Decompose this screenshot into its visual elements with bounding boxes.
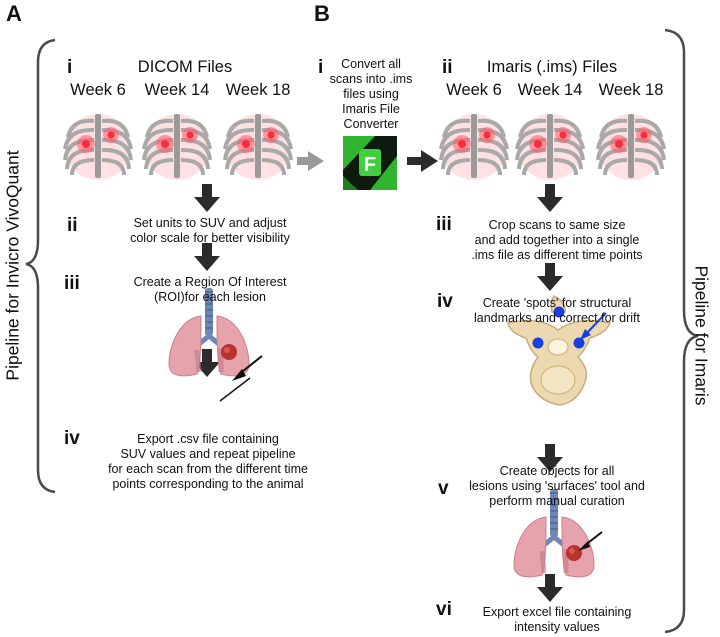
panel-letter-a: A [6, 1, 22, 26]
down-arrow [537, 263, 563, 291]
panel-b-title: Imaris (.ims) Files [486, 58, 618, 76]
convert-step-text: Convert all scans into .ims files using … [329, 57, 413, 131]
week-label: Week 18 [598, 81, 664, 99]
spot-marker [553, 306, 565, 318]
panel-a-title: DICOM Files [137, 58, 233, 76]
step-text: Create objects for all lesions using 'su… [469, 464, 645, 508]
down-arrow [537, 574, 563, 602]
step-roman-v-b: v [438, 478, 449, 499]
step-roman-i-b: i [318, 57, 324, 78]
step-text: Export excel file containing intensity v… [482, 605, 632, 634]
ribcage-icon [223, 112, 293, 182]
ribcage-icon [63, 112, 133, 182]
step-roman-iv: iv [64, 428, 80, 449]
side-label-imaris: Pipeline for Imaris [691, 265, 712, 406]
ribcage-icon [515, 112, 585, 182]
gray-arrow [297, 157, 309, 165]
vertebra-icon [507, 295, 612, 406]
step-roman-i: i [67, 57, 73, 78]
step-roman-ii: ii [67, 215, 78, 236]
spot-marker [573, 337, 585, 349]
week-label: Week 18 [225, 81, 291, 99]
step-text: Export .csv file containing SUV values a… [108, 432, 308, 491]
week-label: Week 14 [517, 81, 583, 99]
svg-text:F: F [364, 154, 376, 176]
week-label: Week 6 [70, 81, 126, 99]
ribcage-icon [596, 112, 666, 182]
step-roman-ii-b: ii [442, 57, 453, 78]
down-arrow [537, 184, 563, 212]
step-text: Create 'spots' for structural landmarks … [473, 296, 641, 325]
spot-marker [532, 337, 544, 349]
brace-icon [664, 28, 699, 634]
week-label: Week 6 [446, 81, 502, 99]
step-roman-iii: iii [64, 273, 80, 294]
down-arrow [194, 243, 220, 271]
step-roman-vi-b: vi [436, 599, 452, 620]
step-text: Crop scans to same size and add together… [471, 218, 643, 262]
black-arrow [407, 157, 423, 165]
step-text: Set units to SUV and adjust color scale … [130, 216, 290, 245]
imaris-converter-icon: F [343, 136, 397, 190]
down-arrow [194, 184, 220, 212]
brace-icon [25, 38, 56, 494]
step-text: Create a Region Of Interest (ROI)for eac… [133, 275, 287, 304]
ribcage-icon [439, 112, 509, 182]
step-roman-iv-b: iv [437, 291, 453, 312]
week-label: Week 14 [144, 81, 210, 99]
side-label-vivoquant: Pipeline for Invicro VivoQuant [2, 150, 23, 381]
panel-letter-b: B [314, 1, 330, 26]
step-roman-iii-b: iii [436, 214, 452, 235]
ribcage-icon [142, 112, 212, 182]
